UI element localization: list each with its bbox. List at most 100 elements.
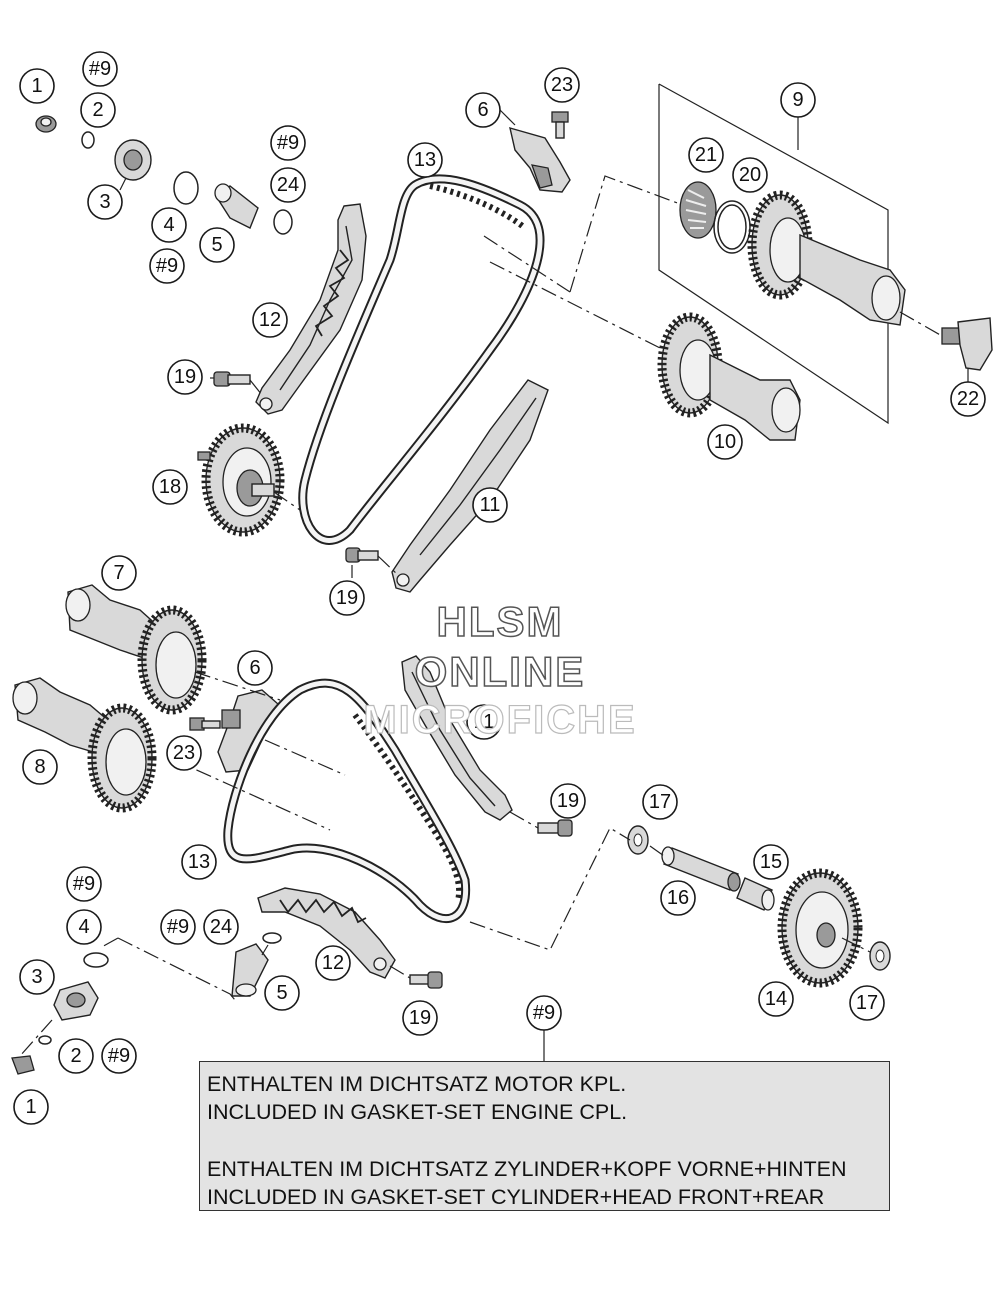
seal-ring-24-lower <box>262 932 282 944</box>
callout-5-lower: 5 <box>264 975 300 1011</box>
callout-18: 18 <box>152 469 188 505</box>
callout-15: 15 <box>753 844 789 880</box>
callout-8: 8 <box>22 749 58 785</box>
chain-guide-rail-lower <box>401 655 513 821</box>
callout-17-lower: 17 <box>849 985 885 1021</box>
tensioner-piston-upper <box>214 183 259 229</box>
timing-chain-lower <box>223 678 471 924</box>
callout-2-upper: 2 <box>80 92 116 128</box>
callout-2-lower: 2 <box>58 1038 94 1074</box>
callout-9-f-label: #9 <box>108 1045 130 1067</box>
callout-2-lower-label: 2 <box>70 1045 81 1067</box>
thrust-washer-lower <box>869 941 891 971</box>
callout-14: 14 <box>758 981 794 1017</box>
screw-plug-upper <box>35 115 57 133</box>
chain-guide-rail-upper <box>391 379 549 593</box>
camshaft-intake-lower <box>12 677 157 813</box>
guide-bolt-lower-left <box>389 965 443 989</box>
guide-bolt-upper-right <box>345 547 399 578</box>
callout-9-kit-label: 9 <box>792 89 803 111</box>
callout-19-d-label: 19 <box>409 1007 431 1029</box>
callout-2-upper-label: 2 <box>92 99 103 121</box>
intermediate-gear <box>197 423 301 537</box>
watermark-line-3: MICROFICHE <box>363 697 637 742</box>
callout-23-lower: 23 <box>166 735 202 771</box>
o-ring-20 <box>713 200 751 254</box>
callout-3-lower-label: 3 <box>31 966 42 988</box>
callout-20: 20 <box>732 157 768 193</box>
callout-21-label: 21 <box>695 144 717 166</box>
gear-shaft <box>661 846 741 892</box>
tensioner-piston-lower <box>231 943 269 997</box>
callout-13-lower: 13 <box>181 844 217 880</box>
callout-9-d-label: #9 <box>73 873 95 895</box>
camshaft-exhaust-lower <box>65 584 207 715</box>
callout-19-b: 19 <box>329 580 365 616</box>
callout-10-label: 10 <box>714 431 736 453</box>
screw-plug-lower <box>11 1055 35 1075</box>
guide-bolt-upper-left <box>210 371 263 396</box>
thrust-washer-upper <box>627 825 649 855</box>
callout-6-lower: 6 <box>237 650 273 686</box>
bolt-23-lower <box>189 717 221 731</box>
seal-ring-lower <box>38 1035 52 1045</box>
callout-8-label: 8 <box>34 756 45 778</box>
callout-10: 10 <box>707 424 743 460</box>
chain-tensioner-rail-upper <box>255 203 367 415</box>
callout-17-lower-label: 17 <box>856 992 878 1014</box>
callout-24-lower-label: 24 <box>210 916 232 938</box>
callout-9-e: #9 <box>160 909 196 945</box>
callout-9-b-label: #9 <box>156 255 178 277</box>
trigger-wheel <box>679 181 717 239</box>
callout-24-lower: 24 <box>203 909 239 945</box>
callout-19-b-label: 19 <box>336 587 358 609</box>
callout-4-upper: 4 <box>151 207 187 243</box>
note-line-3: ENTHALTEN IM DICHTSATZ ZYLINDER+KOPF VOR… <box>207 1157 847 1181</box>
callout-19-c-label: 19 <box>557 790 579 812</box>
camshaft-sensor <box>941 317 993 382</box>
intermediate-gear-lower <box>777 868 863 988</box>
callout-11-upper: 11 <box>472 487 508 523</box>
callout-24-upper-label: 24 <box>277 174 299 196</box>
seal-ring-24-upper <box>273 209 293 235</box>
callout-9-e-label: #9 <box>167 916 189 938</box>
o-ring-upper <box>173 171 199 205</box>
chain-tensioner-rail-lower <box>257 887 396 979</box>
callout-11-lower-label: 11 <box>474 711 495 733</box>
callout-3-lower: 3 <box>19 959 55 995</box>
note-line-2: INCLUDED IN GASKET-SET ENGINE CPL. <box>207 1100 628 1124</box>
camshaft-intake-upper <box>747 190 906 326</box>
callout-23-lower-label: 23 <box>173 742 195 764</box>
callout-24-upper: 24 <box>270 167 306 203</box>
note-spacer <box>207 1126 889 1155</box>
tensioner-housing-lower <box>53 981 99 1021</box>
callout-19-a-label: 19 <box>174 366 196 388</box>
bushing <box>736 877 775 911</box>
bolt-23-upper <box>551 111 569 139</box>
note-line-1: ENTHALTEN IM DICHTSATZ MOTOR KPL. <box>207 1072 627 1096</box>
callout-9-kit: 9 <box>780 82 816 118</box>
callout-11-lower: 11 <box>466 704 502 740</box>
o-ring-lower <box>83 952 109 968</box>
callout-18-label: 18 <box>159 476 181 498</box>
callout-12-upper-label: 12 <box>259 309 281 331</box>
callout-12-upper: 12 <box>252 302 288 338</box>
callout-7-label: 7 <box>113 562 124 584</box>
callout-9-b: #9 <box>149 248 185 284</box>
callout-12-lower-label: 12 <box>322 952 344 974</box>
callout-3-upper: 3 <box>87 184 123 220</box>
callout-17-upper: 17 <box>642 784 678 820</box>
seal-ring-upper <box>81 131 95 149</box>
callout-13-upper-label: 13 <box>414 149 436 171</box>
note-line-4: INCLUDED IN GASKET-SET CYLINDER+HEAD FRO… <box>207 1185 825 1209</box>
callout-22-label: 22 <box>957 388 979 410</box>
callout-4-lower-label: 4 <box>78 916 89 938</box>
gasket-set-note: ENTHALTEN IM DICHTSATZ MOTOR KPL. INCLUD… <box>199 1061 890 1211</box>
callout-19-c: 19 <box>550 783 586 819</box>
callout-9-f: #9 <box>101 1038 137 1074</box>
callout-14-label: 14 <box>765 988 787 1010</box>
callout-5-upper: 5 <box>199 227 235 263</box>
callout-13-upper: 13 <box>407 142 443 178</box>
callout-19-d: 19 <box>402 1000 438 1036</box>
